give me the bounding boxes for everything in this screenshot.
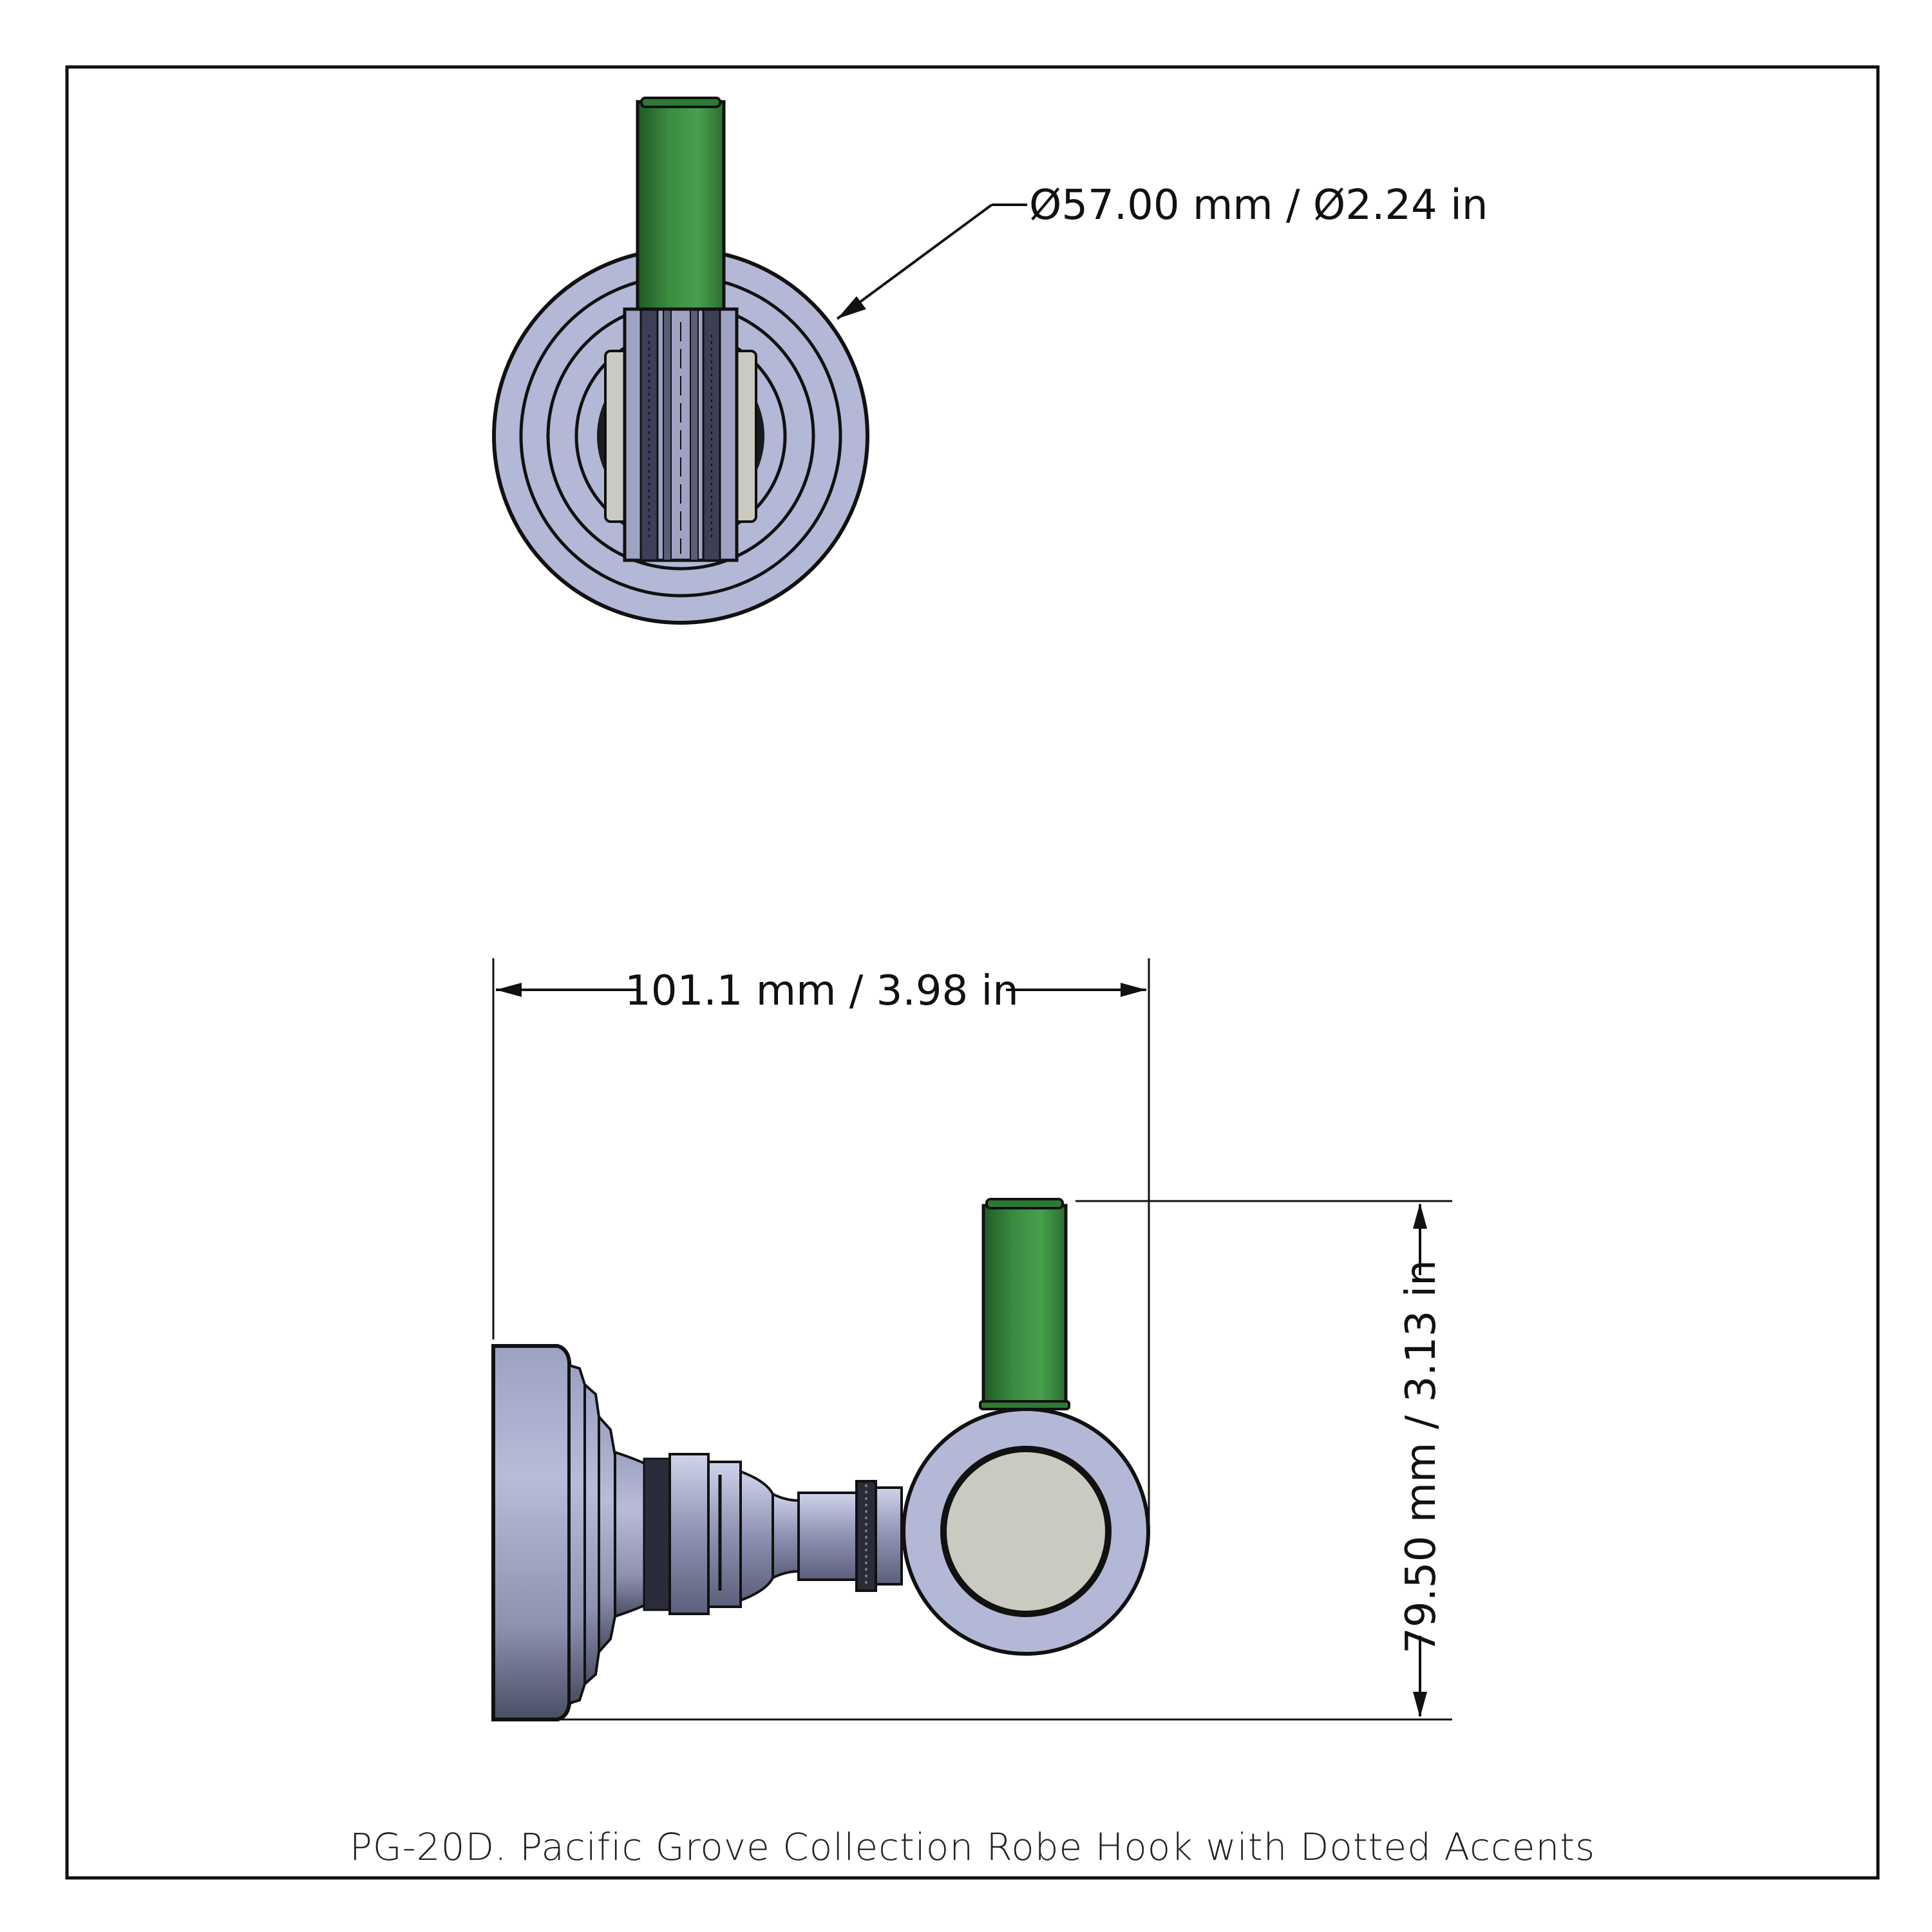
- side-view-collar: [668, 1453, 710, 1615]
- side-view-wall-plate: [491, 1344, 571, 1721]
- front-view: [492, 97, 869, 625]
- height-arrow-bottom: [1413, 1692, 1427, 1718]
- width-arrow-left: [496, 983, 522, 997]
- diameter-arrowhead: [837, 296, 866, 319]
- side-view: [491, 1198, 1150, 1721]
- front-view-green-knob: [636, 100, 726, 311]
- height-arrow-top: [1413, 1203, 1427, 1229]
- diameter-leader: [836, 204, 1027, 320]
- front-view-dotted-accents: [649, 322, 712, 554]
- caption: PG-20D. Pacific Grove Collection Robe Ho…: [350, 1825, 1595, 1869]
- side-view-hook-face: [940, 1446, 1112, 1617]
- width-arrow-right: [1121, 983, 1146, 997]
- height-dimension: [560, 1200, 1452, 1721]
- side-view-green-knob: [981, 1204, 1068, 1407]
- side-view-stem: [797, 1492, 858, 1581]
- width-label: 101.1 mm / 3.98 in: [625, 967, 1019, 1015]
- drawing-frame: [65, 65, 1880, 1880]
- width-dimension: [492, 958, 1150, 1526]
- diameter-label: Ø57.00 mm / Ø2.24 in: [1029, 182, 1488, 229]
- height-label: 79.50 mm / 3.13 in: [1397, 1260, 1445, 1654]
